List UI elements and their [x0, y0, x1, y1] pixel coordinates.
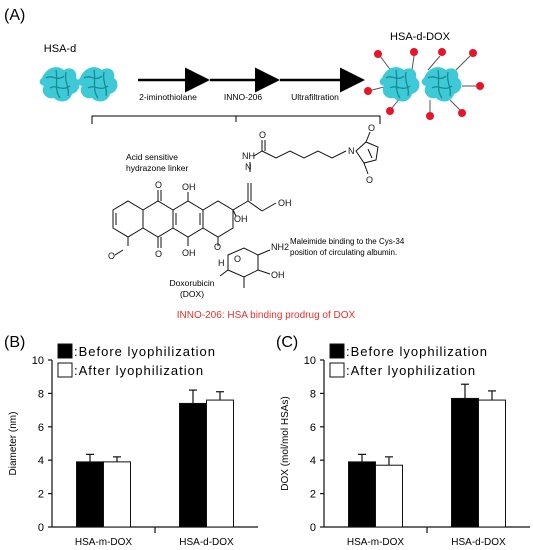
chart-b-ytick-label: 10: [32, 355, 44, 367]
structure-atom-labels: O O OH OH O OH OH N NH O N O O O O H NH2…: [108, 123, 375, 280]
chart-c-panel-label: (C): [276, 334, 298, 351]
chart-c-bar: [375, 464, 403, 528]
chart-c-y-axis-label: DOX (mol/mol HSAs): [280, 396, 291, 490]
chart-c-legend-swatch: [329, 343, 345, 359]
svg-text:O: O: [259, 130, 266, 140]
chart-b-bar: [179, 402, 207, 528]
svg-text:OH: OH: [271, 270, 285, 280]
svg-text:O: O: [214, 242, 221, 252]
chart-b-y-axis-label: Diameter (nm): [8, 412, 19, 476]
hsa-d-dox-protein-icon: [364, 48, 484, 120]
step3-label: Ultrafiltration: [291, 92, 339, 102]
chart-c-ytick-label: 2: [310, 489, 316, 501]
panel-a-label: (A): [4, 7, 25, 24]
chart-b-legend-swatch: [57, 362, 73, 378]
svg-text:O: O: [155, 180, 162, 190]
chart-b-legend-swatch: [57, 343, 73, 359]
svg-text:O: O: [234, 254, 241, 264]
chart-c-legend-label: :After lyophilization: [346, 363, 476, 378]
svg-text:N: N: [348, 146, 355, 156]
chart-b-ytick-label: 4: [38, 455, 44, 467]
chart-b-bar: [76, 461, 104, 528]
chart-b-category-label: HSA-d-DOX: [179, 537, 234, 548]
chart-b-ytick-label: 0: [38, 522, 44, 534]
chart-b-legend-label: :After lyophilization: [74, 363, 204, 378]
chart-c-bar: [348, 461, 376, 528]
chart-b-ytick-label: 8: [38, 388, 44, 400]
svg-text:N: N: [245, 162, 252, 172]
dox-label: Doxorubicin(DOX): [170, 278, 215, 299]
svg-text:O: O: [368, 123, 375, 133]
svg-text:OH: OH: [278, 198, 292, 208]
inno-206-caption: INNO-206: HSA binding prodrug of DOX: [177, 310, 356, 321]
svg-text:NH: NH: [242, 151, 255, 161]
chart-c-ytick-label: 4: [310, 455, 316, 467]
chart-c-category-label: HSA-m-DOX: [347, 537, 405, 548]
svg-text:NH2: NH2: [271, 242, 289, 252]
chart-c-ytick-label: 6: [310, 422, 316, 434]
hsa-d-protein-icon: [38, 66, 119, 103]
svg-text:OH: OH: [182, 248, 196, 258]
chart-c-ytick-label: 0: [310, 522, 316, 534]
svg-text:OH: OH: [234, 214, 248, 224]
chart-c-category-label: HSA-d-DOX: [451, 537, 506, 548]
chart-b-bar: [206, 399, 234, 528]
svg-text:O: O: [108, 251, 115, 261]
svg-text:OH: OH: [182, 182, 196, 192]
svg-text:O: O: [366, 175, 373, 185]
step1-label: 2-iminothiolane: [139, 92, 197, 102]
inno-206-structure: [112, 131, 379, 288]
chart-b-legend-label: :Before lyophilization: [74, 344, 216, 359]
svg-text:H: H: [218, 258, 225, 268]
step2-label: INNO-206: [224, 92, 263, 102]
hsa-d-dox-label: HSA-d-DOX: [390, 31, 451, 43]
chart-c-bar: [451, 397, 479, 528]
svg-text:O: O: [155, 249, 162, 259]
chart-c-bar: [478, 399, 506, 528]
chart-c-ytick-label: 10: [304, 355, 316, 367]
chart-c-ytick-label: 8: [310, 388, 316, 400]
chart-c-legend-label: :Before lyophilization: [346, 344, 488, 359]
chart-b-bar: [103, 461, 131, 528]
chart-b-ytick-label: 6: [38, 422, 44, 434]
chart-b-category-label: HSA-m-DOX: [75, 537, 133, 548]
hsa-d-label: HSA-d: [44, 43, 76, 55]
chart-b-panel-label: (B): [4, 334, 25, 351]
chart-b-ytick-label: 2: [38, 489, 44, 501]
chart-c-legend-swatch: [329, 362, 345, 378]
